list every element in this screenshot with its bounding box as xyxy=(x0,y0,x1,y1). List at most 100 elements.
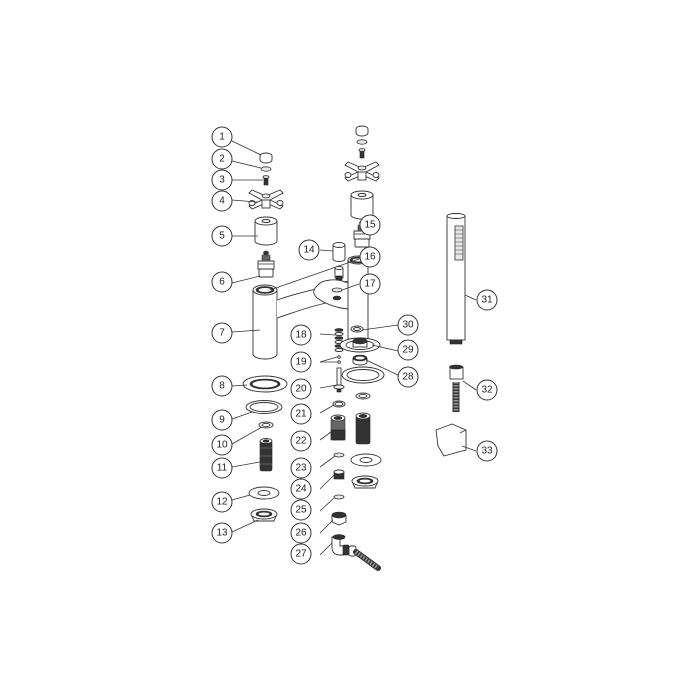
part-17-washer-icon xyxy=(331,287,343,293)
right-cap-icon xyxy=(355,125,369,137)
part-20-spindle-icon xyxy=(333,367,345,393)
part-2-washer-icon xyxy=(260,166,272,172)
svg-text:8: 8 xyxy=(219,381,225,392)
right-oring-icon xyxy=(355,392,371,400)
callout-20: 20 xyxy=(290,378,312,400)
part-12-washer-icon xyxy=(248,486,280,500)
part-29-aerator-icon xyxy=(339,337,381,353)
part-5-shroud-icon xyxy=(254,216,278,246)
svg-text:12: 12 xyxy=(216,497,228,508)
part-3-screw-icon xyxy=(262,175,270,186)
right-screw-icon xyxy=(358,148,366,159)
callout-10: 10 xyxy=(211,434,233,456)
right-backnut-icon xyxy=(351,475,379,489)
callout-7: 7 xyxy=(211,322,233,344)
part-1-cap-icon xyxy=(259,152,273,164)
svg-text:5: 5 xyxy=(219,231,225,242)
part-10-oring-icon xyxy=(258,421,274,429)
svg-text:20: 20 xyxy=(295,384,307,395)
svg-text:11: 11 xyxy=(217,463,228,474)
part-11-shank-icon xyxy=(259,438,273,472)
callout-5: 5 xyxy=(211,225,233,247)
part-13-backnut-icon xyxy=(250,508,278,522)
part-19-orings-icon xyxy=(337,355,341,364)
callout-8: 8 xyxy=(211,375,233,397)
callout-29: 29 xyxy=(397,339,419,361)
callout-14: 14 xyxy=(298,239,320,261)
callout-13: 13 xyxy=(211,522,233,544)
callout-25: 25 xyxy=(290,499,312,521)
callout-12: 12 xyxy=(211,491,233,513)
part-26-nut-icon xyxy=(331,511,347,526)
callout-3: 3 xyxy=(211,169,233,191)
right-base-washer-icon xyxy=(350,453,382,467)
callout-31: 31 xyxy=(476,289,498,311)
svg-text:13: 13 xyxy=(216,528,228,539)
callout-24: 24 xyxy=(290,478,312,500)
part-28-housing-icon xyxy=(352,354,368,366)
svg-text:26: 26 xyxy=(295,528,307,539)
part-4-cross-handle-icon xyxy=(248,189,284,210)
part-8-flange-icon xyxy=(242,375,288,393)
part-22-shank-icon xyxy=(330,414,346,441)
callout-11: 11 xyxy=(211,457,233,479)
callout-19: 19 xyxy=(290,351,312,373)
svg-text:29: 29 xyxy=(402,345,414,356)
callout-26: 26 xyxy=(290,522,312,544)
svg-text:16: 16 xyxy=(364,252,376,263)
svg-text:15: 15 xyxy=(364,220,376,231)
leader-lines xyxy=(231,140,477,556)
svg-text:1: 1 xyxy=(219,132,225,143)
left-valve-assembly xyxy=(242,152,369,522)
svg-text:14: 14 xyxy=(303,245,315,256)
svg-text:24: 24 xyxy=(295,484,307,495)
part-9-gasket-icon xyxy=(245,400,283,414)
svg-text:17: 17 xyxy=(364,279,376,290)
callout-21: 21 xyxy=(290,403,312,425)
callout-23: 23 xyxy=(290,457,312,479)
svg-text:31: 31 xyxy=(481,295,493,306)
part-32-hose-connector-icon xyxy=(449,364,464,412)
part-25-washer-icon xyxy=(333,494,345,500)
svg-text:2: 2 xyxy=(219,154,225,165)
svg-text:3: 3 xyxy=(219,175,225,186)
callout-6: 6 xyxy=(211,271,233,293)
callout-18: 18 xyxy=(290,324,312,346)
svg-text:32: 32 xyxy=(481,385,493,396)
callout-1: 1 xyxy=(211,126,233,148)
part-14-diverter-knob-icon xyxy=(332,242,346,262)
svg-text:27: 27 xyxy=(295,549,307,560)
part-31-handset-icon xyxy=(446,213,466,345)
callout-16: 16 xyxy=(359,246,381,268)
callout-17: 17 xyxy=(359,273,381,295)
part-23-washer-icon xyxy=(333,452,345,458)
part-33-wall-bracket-icon xyxy=(435,423,467,457)
callout-32: 32 xyxy=(476,379,498,401)
callout-4: 4 xyxy=(211,190,233,212)
callout-9: 9 xyxy=(211,409,233,431)
svg-text:6: 6 xyxy=(219,277,225,288)
callout-33: 33 xyxy=(476,440,498,462)
part-24-connector-icon xyxy=(333,469,345,480)
right-flange-icon xyxy=(341,366,385,384)
part-16-stem-icon xyxy=(334,265,344,281)
part-27-elbow-hose-icon xyxy=(331,534,381,571)
right-washer-icon xyxy=(356,139,368,145)
part-21-oring-icon xyxy=(332,400,346,408)
svg-text:4: 4 xyxy=(219,196,225,207)
svg-text:7: 7 xyxy=(219,328,225,339)
svg-text:9: 9 xyxy=(219,415,225,426)
svg-text:10: 10 xyxy=(216,440,228,451)
right-shank-icon xyxy=(355,412,371,445)
svg-text:22: 22 xyxy=(295,436,307,447)
svg-text:33: 33 xyxy=(481,446,493,457)
svg-text:21: 21 xyxy=(295,409,307,420)
right-valve-assembly xyxy=(331,125,380,293)
svg-text:19: 19 xyxy=(295,357,307,368)
svg-text:25: 25 xyxy=(295,505,307,516)
part-6-cartridge-icon xyxy=(257,250,275,278)
part-30-washer-icon xyxy=(350,325,364,333)
svg-text:18: 18 xyxy=(295,330,307,341)
callout-28: 28 xyxy=(397,366,419,388)
right-cross-handle-icon xyxy=(344,161,380,182)
